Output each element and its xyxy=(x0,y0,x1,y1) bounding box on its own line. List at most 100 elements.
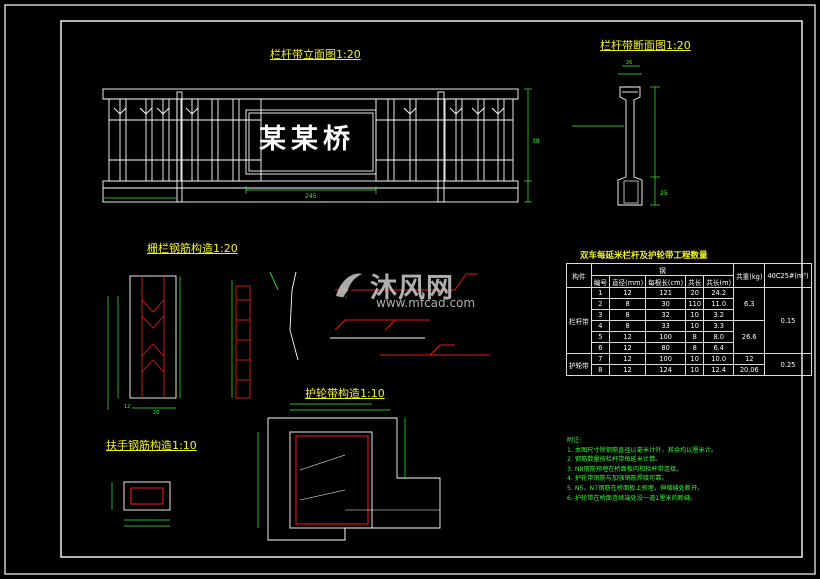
note-item: 2. 钢筋数量按栏杆带每延米计算。 xyxy=(567,456,662,464)
group-concrete: 0.15 xyxy=(764,287,812,354)
th-concrete: 40C25#(m³) xyxy=(764,263,812,288)
notes-heading: 附注: xyxy=(567,437,582,444)
cell: 11.0 xyxy=(703,298,735,310)
cell: 8 xyxy=(685,331,705,343)
section-title: 栏杆带断面图1:20 xyxy=(600,39,691,52)
group-concrete: 0.25 xyxy=(764,353,812,376)
bridge-name-plaque: 某某桥 xyxy=(259,124,355,155)
cell: 2 xyxy=(590,298,610,310)
th-rebar: 钢 xyxy=(590,263,735,276)
cell: 10 xyxy=(685,364,705,376)
cell: 32 xyxy=(645,309,687,321)
watermark-logo-icon xyxy=(336,273,362,299)
cell: 8 xyxy=(608,298,647,310)
cell: 12 xyxy=(608,364,647,376)
cell: 12 xyxy=(608,342,647,354)
guard-belt-dims xyxy=(257,403,406,528)
group-label: 栏杆带 xyxy=(566,287,592,354)
cell: 8 xyxy=(608,309,647,321)
cell: 30 xyxy=(645,298,687,310)
cell: 6 xyxy=(590,342,610,354)
railing-rebar-dims xyxy=(107,276,233,410)
cell: 121 xyxy=(645,287,687,299)
quantity-table-title: 双车每延米栏杆及护轮带工程数量 xyxy=(580,251,708,261)
outer-frame xyxy=(4,4,816,575)
group-weight: 26.6 xyxy=(733,320,766,354)
cell: 33 xyxy=(645,320,687,332)
cell: 8 xyxy=(685,342,705,354)
group-weight: 6.3 xyxy=(733,287,766,321)
guard-belt-view xyxy=(267,417,441,541)
cell: 12 xyxy=(608,331,647,343)
dim-label-rebar-20: 20 xyxy=(153,410,159,416)
cell: 5 xyxy=(590,331,610,343)
cell: 124 xyxy=(645,364,687,376)
cell: 4 xyxy=(590,320,610,332)
note-item: 1. 本图尺寸除钢筋直径以毫米计外，其余均以厘米计。 xyxy=(567,446,718,454)
cell: 24.2 xyxy=(703,287,735,299)
cell: 80 xyxy=(645,342,687,354)
cell: 12 xyxy=(608,353,647,365)
dim-label-section-top: 26 xyxy=(626,60,632,66)
cell: 10 xyxy=(685,320,705,332)
dim-label-rebar-12: 12 xyxy=(124,404,130,410)
cell: 10.0 xyxy=(703,353,735,365)
cell: 12 xyxy=(608,287,647,299)
railing-rebar-title: 栅栏钢筋构造1:20 xyxy=(147,242,238,255)
handrail-rebar-view xyxy=(123,481,171,511)
note-item: 4. 护轮带钢筋与加强钢筋焊接可靠。 xyxy=(567,475,668,483)
cell: 3.2 xyxy=(703,309,735,321)
section-view xyxy=(617,86,643,206)
handrail-dims xyxy=(111,482,170,527)
cell: 6.4 xyxy=(703,342,735,354)
th-count: 共长 xyxy=(685,275,705,288)
note-item: 6. 护轮带在桥面连续端处设一道1厘米的断缝。 xyxy=(567,494,697,502)
cell: 3.3 xyxy=(703,320,735,332)
th-weight: 共重(kg) xyxy=(733,263,766,288)
th-len: 每根长(cm) xyxy=(645,275,687,288)
cell: 10 xyxy=(685,353,705,365)
group-weight: 12 xyxy=(733,353,766,365)
railing-rebar-view xyxy=(129,271,299,399)
dim-label-elevation: 245 xyxy=(305,193,317,200)
cell: 12.4 xyxy=(703,364,735,376)
dim-label-section-h1: 38 xyxy=(532,138,540,145)
cell: 100 xyxy=(645,353,687,365)
quantity-table: 构件 钢 共重(kg) 40C25#(m³) 编号 直径(mm) 每根长(cm)… xyxy=(566,263,812,376)
elevation-title: 栏杆带立面图1:20 xyxy=(270,48,361,61)
cell: 110 xyxy=(685,298,705,310)
notes-block: 附注: 1. 本图尺寸除钢筋直径以毫米计外，其余均以厘米计。 2. 钢筋数量按栏… xyxy=(567,436,717,503)
th-dia: 直径(mm) xyxy=(608,275,647,288)
th-total: 共长(m) xyxy=(703,275,735,288)
section-dims xyxy=(572,65,660,206)
dim-label-section-h2: 25 xyxy=(660,190,668,197)
cell: 20 xyxy=(685,287,705,299)
cell: 7 xyxy=(590,353,610,365)
cell: 10 xyxy=(685,309,705,321)
cell: 8 xyxy=(590,364,610,376)
group-label: 护轮带 xyxy=(566,353,592,376)
group-weight: 20.06 xyxy=(733,364,766,376)
handrail-rebar-title: 扶手钢筋构造1:10 xyxy=(106,439,197,452)
watermark-brand: 沐风网 xyxy=(370,273,454,304)
cell: 8.0 xyxy=(703,331,735,343)
elevation-view xyxy=(102,88,519,203)
watermark-url: www.mfcad.com xyxy=(376,296,476,310)
th-no: 编号 xyxy=(590,275,610,288)
guard-belt-title: 护轮带构造1:10 xyxy=(305,387,385,400)
cell: 100 xyxy=(645,331,687,343)
note-item: 3. N8钢筋预埋在桥面板内和栏杆带连接。 xyxy=(567,465,683,473)
note-item: 5. N5、N7钢筋在桥面板上预埋，伸缩缝处断开。 xyxy=(567,484,704,492)
cell: 1 xyxy=(590,287,610,299)
cell: 3 xyxy=(590,309,610,321)
th-part: 构件 xyxy=(566,263,592,288)
elevation-dims xyxy=(103,88,532,203)
cell: 8 xyxy=(608,320,647,332)
bar-details xyxy=(330,273,490,356)
